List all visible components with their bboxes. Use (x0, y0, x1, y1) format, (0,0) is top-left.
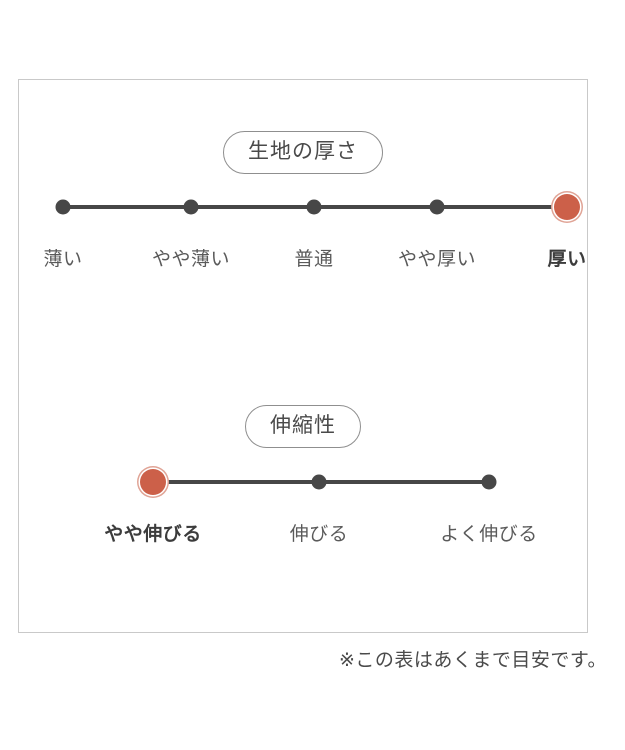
section-badge-row-stretch: 伸縮性 (19, 405, 587, 448)
scale-dot-stretch-2[interactable] (481, 474, 497, 490)
scale-label-thickness-0[interactable]: 薄い (43, 249, 83, 270)
scale-thickness: 薄い やや薄い 普通 やや厚い 厚い (19, 194, 587, 325)
fabric-spec-panel: 生地の厚さ 薄い やや薄い 普通 やや厚い 厚い 伸縮性 やや伸びる 伸びる よ… (18, 79, 588, 633)
scale-dot-thickness-3[interactable] (429, 199, 445, 215)
panel-footnote: ※この表はあくまで目安です。 (338, 650, 607, 671)
scale-dot-thickness-1[interactable] (183, 199, 199, 215)
section-badge-stretch: 伸縮性 (245, 405, 361, 448)
scale-label-thickness-1[interactable]: やや薄い (151, 249, 231, 270)
scale-label-stretch-0-selected[interactable]: やや伸びる (104, 524, 202, 545)
scale-dot-thickness-4-selected[interactable] (554, 194, 580, 220)
scale-dot-thickness-2[interactable] (306, 199, 322, 215)
scale-label-thickness-4-selected[interactable]: 厚い (547, 249, 587, 270)
scale-stretch: やや伸びる 伸びる よく伸びる (19, 469, 587, 600)
section-badge-row-thickness: 生地の厚さ (19, 131, 587, 174)
scale-label-thickness-3[interactable]: やや厚い (397, 249, 477, 270)
scale-label-stretch-1[interactable]: 伸びる (289, 524, 349, 545)
scale-label-thickness-2[interactable]: 普通 (294, 249, 334, 270)
scale-dot-stretch-0-selected[interactable] (140, 469, 166, 495)
section-badge-thickness: 生地の厚さ (223, 131, 383, 174)
scale-dot-stretch-1[interactable] (311, 474, 327, 490)
scale-dot-thickness-0[interactable] (55, 199, 71, 215)
scale-label-stretch-2[interactable]: よく伸びる (440, 524, 538, 545)
